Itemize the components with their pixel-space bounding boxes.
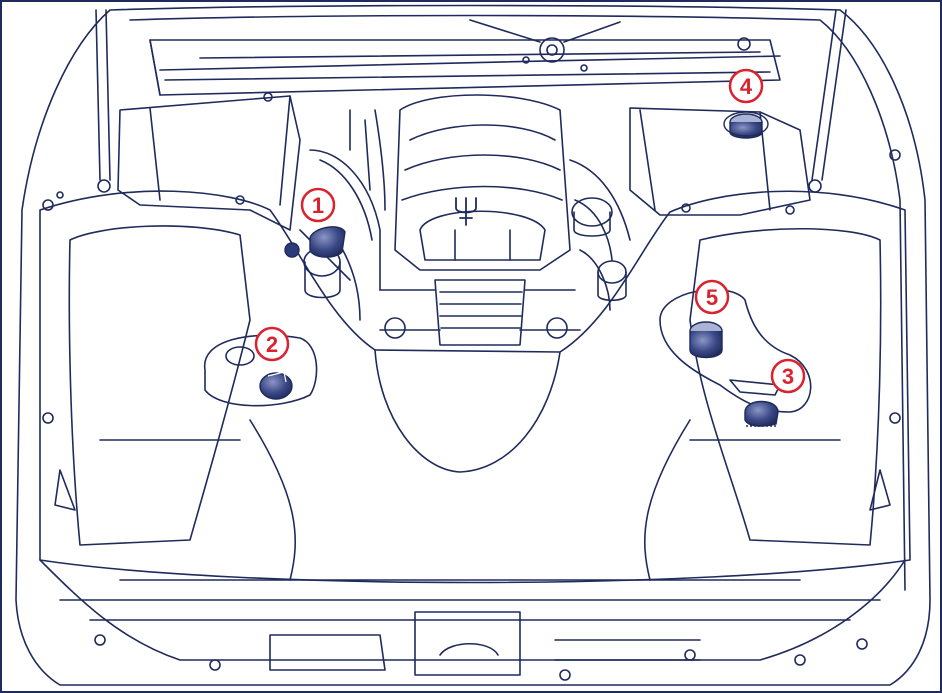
wiper-pivot (539, 37, 565, 63)
callout-1-ring (300, 187, 336, 223)
left-fluid-housing (204, 334, 318, 407)
callout-5-ring (694, 279, 730, 315)
coolant-reservoir-cap (571, 197, 613, 227)
hood-outline (15, 4, 931, 686)
trident-logo (455, 197, 477, 226)
callout-3-ring (770, 358, 806, 394)
bottom-trim (59, 599, 881, 671)
engine-cover-panel (39, 190, 911, 584)
callout-2: 2 (254, 326, 290, 362)
callout-4-label: 4 (740, 74, 753, 99)
left-hoses (299, 149, 381, 321)
callout-4-ring (728, 68, 764, 104)
hood-inner-outline (129, 14, 906, 591)
callout-3-label: 3 (782, 364, 794, 389)
fastener-screws (42, 149, 901, 681)
left-hood-strut (95, 9, 111, 181)
engine-block (394, 94, 571, 271)
intake-plenum (419, 210, 546, 261)
right-hoses (569, 159, 631, 311)
callout-2-label: 2 (266, 332, 278, 357)
callout-1: 1 (300, 187, 336, 223)
intake-duct (434, 279, 526, 346)
right-airbox (629, 107, 811, 216)
callout-3: 3 (770, 358, 806, 394)
callout-5-label: 5 (706, 285, 718, 310)
callout-2-ring (254, 326, 290, 362)
shaded-caps (259, 111, 779, 427)
callout-5: 5 (694, 279, 730, 315)
callout-4: 4 (728, 68, 764, 104)
callout-1-label: 1 (312, 193, 324, 218)
right-hood-strut (811, 9, 847, 181)
